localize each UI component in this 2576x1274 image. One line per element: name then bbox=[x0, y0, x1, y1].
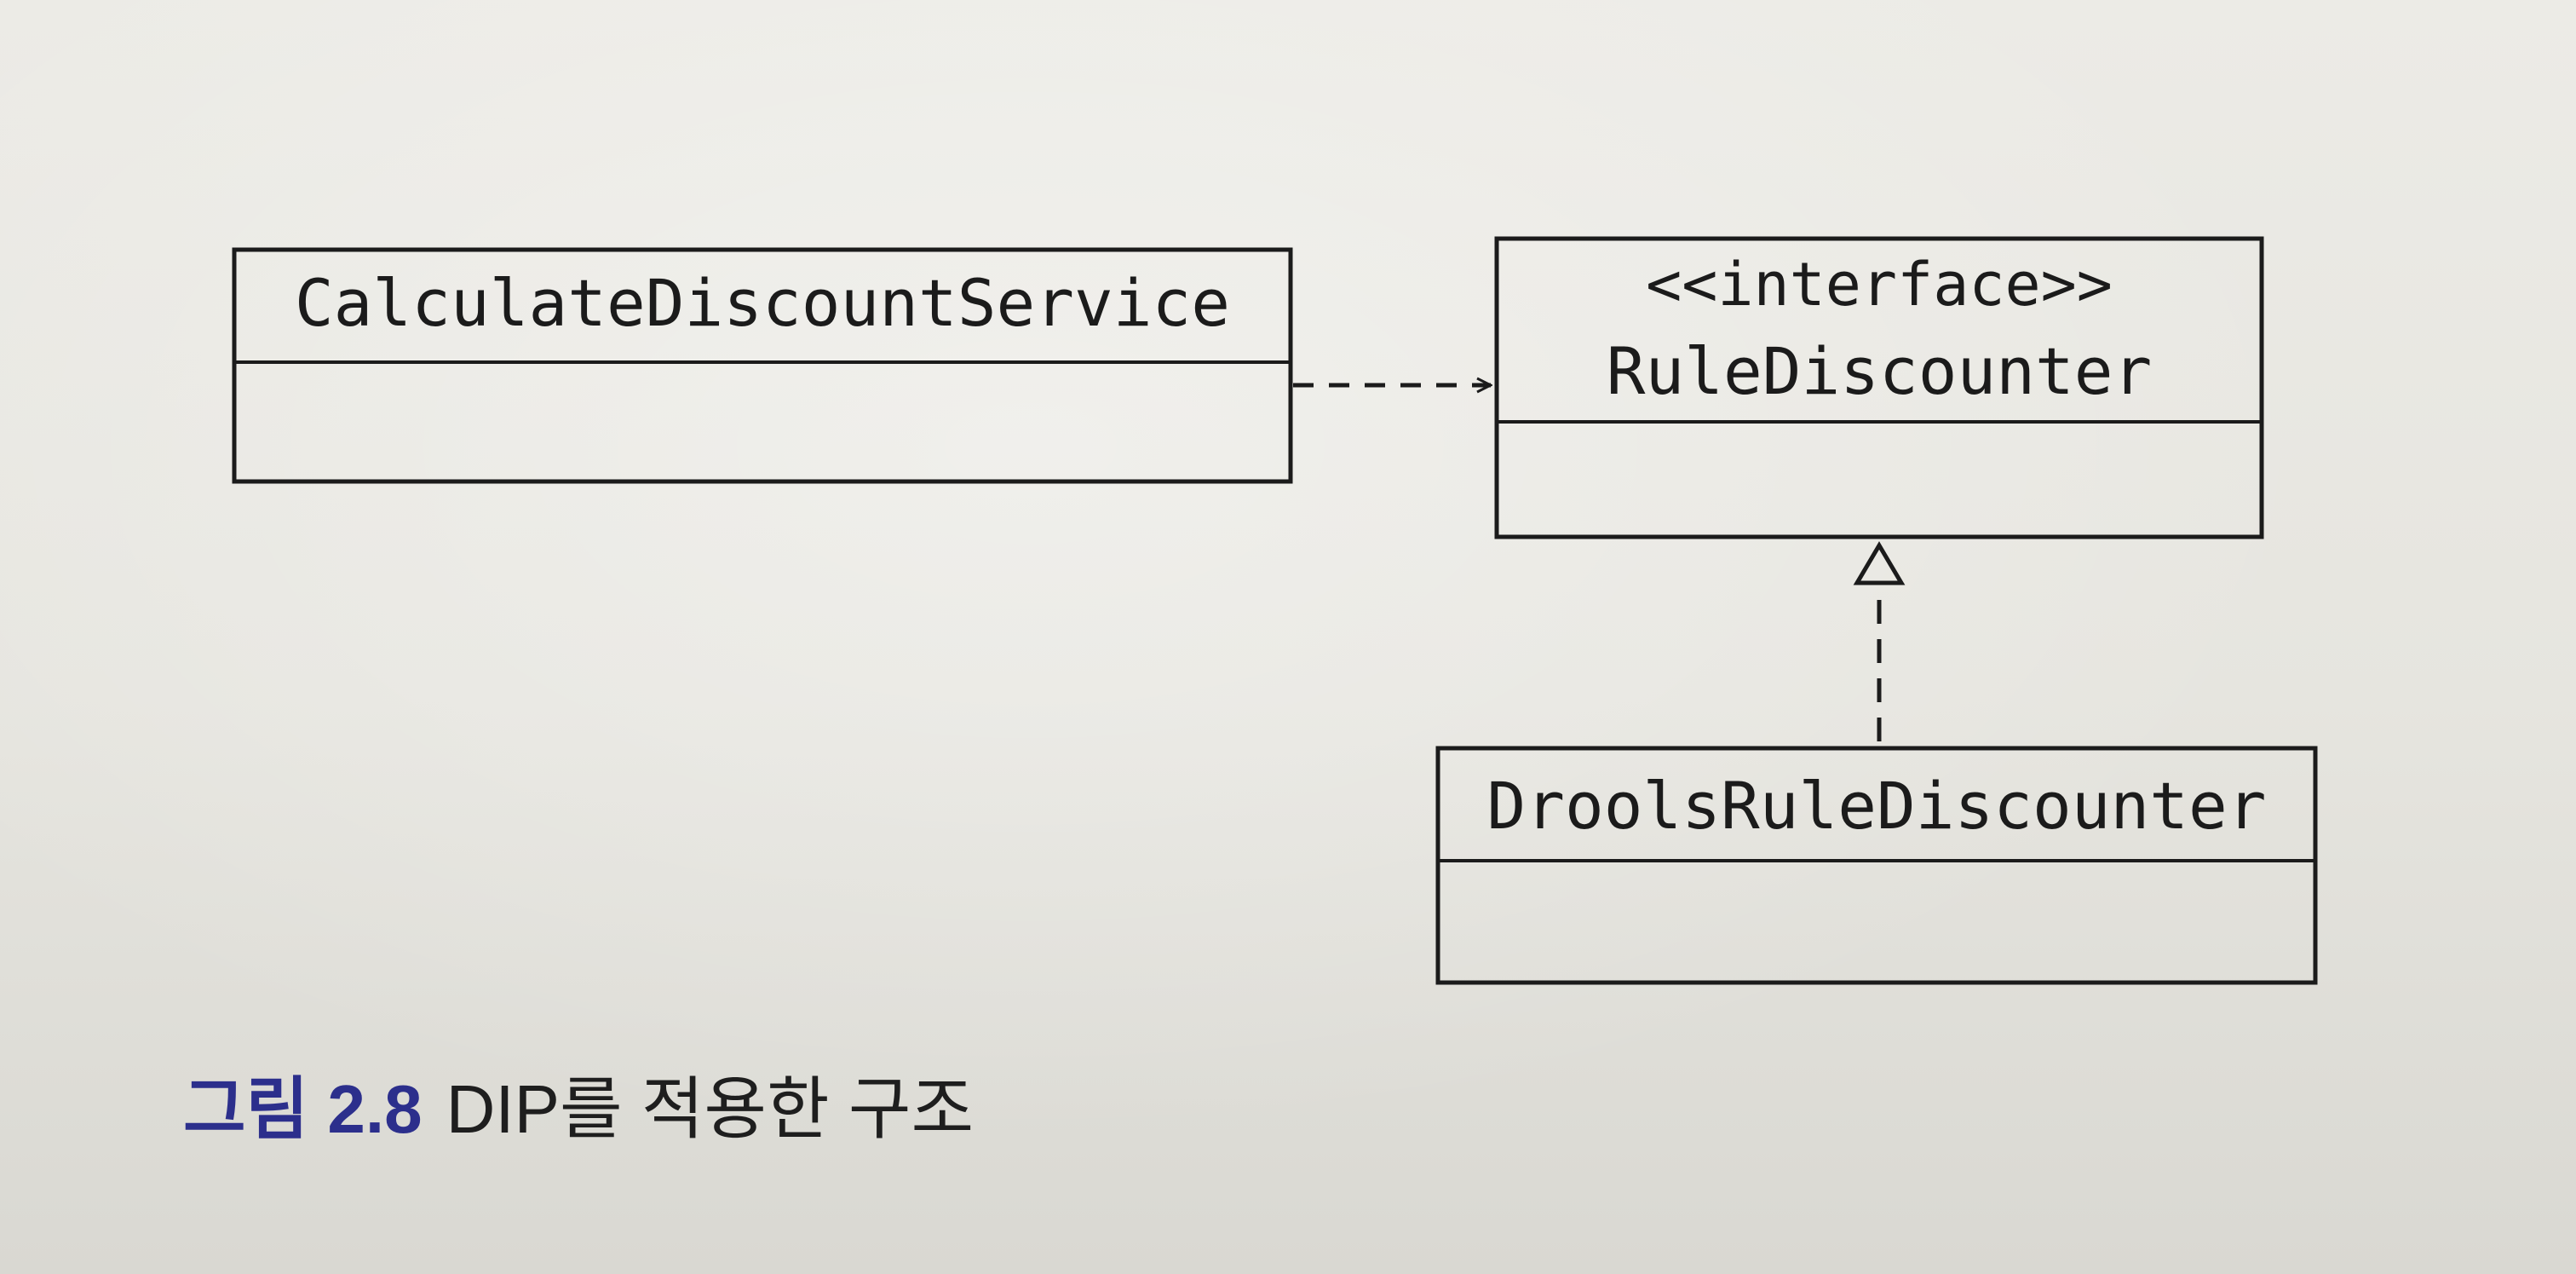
class-box-outline bbox=[1494, 236, 2264, 539]
realization-arrow bbox=[1853, 541, 1906, 741]
class-name-drools-rule-discounter: DroolsRuleDiscounter bbox=[1486, 768, 2266, 844]
class-name-calculate-discount-service: CalculateDiscountService bbox=[295, 265, 1230, 341]
class-drools-rule-discounter: DroolsRuleDiscounter bbox=[1435, 746, 2318, 985]
class-name-rule-discounter: RuleDiscounter bbox=[1607, 333, 2153, 409]
class-calculate-discount-service: CalculateDiscountService bbox=[232, 247, 1293, 484]
figure-caption-text: DIP를 적용한 구조 bbox=[446, 1071, 975, 1147]
realization-triangle-head bbox=[1853, 541, 1906, 585]
interface-stereotype: <<interface>> bbox=[1646, 250, 2113, 320]
figure-number: 그림 2.8 bbox=[183, 1071, 423, 1147]
class-box-outline bbox=[232, 247, 1293, 484]
interface-rule-discounter: <<interface>> RuleDiscounter bbox=[1494, 236, 2264, 539]
class-box-outline bbox=[1435, 746, 2318, 985]
